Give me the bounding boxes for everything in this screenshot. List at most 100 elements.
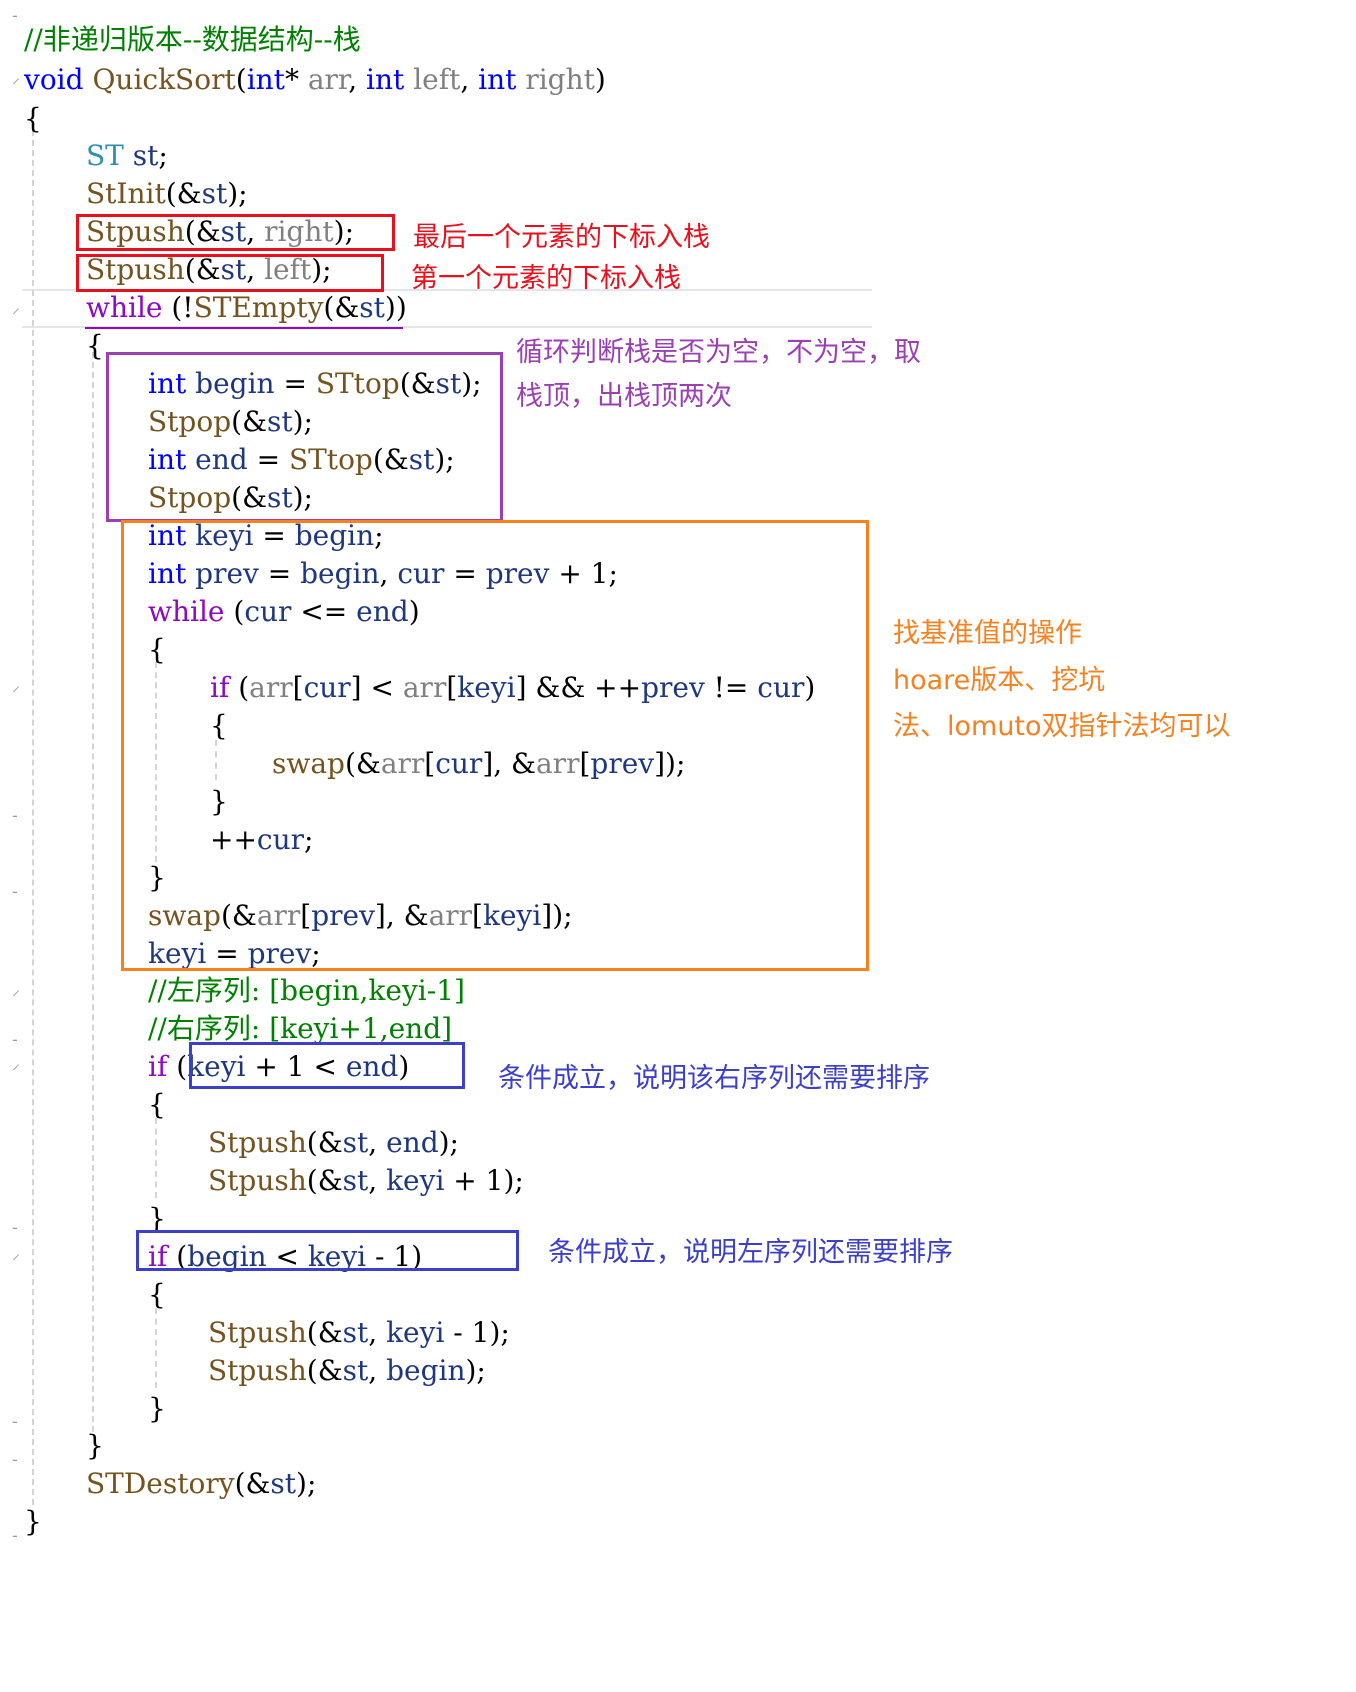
code-line[interactable]: int keyi = begin; (148, 515, 384, 556)
code-token: STDestory (86, 1467, 235, 1500)
code-line[interactable]: { (86, 325, 104, 366)
fold-marker-icon[interactable]: ⸝ (12, 68, 21, 87)
fold-marker-icon[interactable]: - (12, 1030, 18, 1049)
code-token: = (444, 557, 486, 590)
fold-marker-icon[interactable]: ⸝ (12, 980, 21, 999)
code-line[interactable]: //非递归版本--数据结构--栈 (24, 19, 361, 60)
code-line[interactable]: int begin = STtop(&st); (148, 363, 482, 404)
code-line[interactable]: Stpop(&st); (148, 401, 313, 442)
fold-marker-icon[interactable]: ⸝ (12, 676, 21, 695)
note-loop-line2: 栈顶，出栈顶两次 (516, 381, 732, 412)
fold-marker-icon[interactable]: ⸝ (12, 298, 21, 317)
code-token: } (24, 1505, 42, 1538)
indent-guide (32, 130, 34, 1505)
code-line[interactable]: Stpush(&st, keyi + 1); (208, 1160, 524, 1201)
code-line[interactable]: ++cur; (210, 819, 313, 860)
code-line[interactable]: swap(&arr[cur], &arr[prev]); (272, 743, 685, 784)
code-line[interactable]: while (!STEmpty(&st)) (86, 287, 407, 328)
code-token: { (148, 633, 166, 666)
partition-box (121, 520, 869, 971)
code-token: (! (162, 291, 194, 324)
code-line[interactable]: if (arr[cur] < arr[keyi] && ++prev != cu… (210, 667, 815, 708)
code-token: ( (167, 1240, 188, 1273)
code-line[interactable]: { (148, 1084, 166, 1125)
code-line[interactable]: } (210, 781, 228, 822)
code-line[interactable]: } (148, 857, 166, 898)
code-token: ); (438, 1126, 459, 1159)
code-line[interactable]: } (148, 1388, 166, 1429)
fold-marker-icon[interactable]: - (12, 1412, 18, 1431)
code-token: int (148, 443, 187, 476)
code-line[interactable]: while (cur <= end) (148, 591, 420, 632)
code-token: (& (306, 1316, 343, 1349)
code-token: )) (384, 291, 407, 324)
code-token: keyi (195, 519, 254, 552)
code-token: swap (148, 899, 221, 932)
indent-guide (155, 1118, 157, 1198)
code-token: ); (333, 215, 355, 248)
code-line[interactable]: } (24, 1501, 42, 1542)
code-token: st (132, 139, 159, 172)
code-line[interactable]: } (148, 1198, 166, 1239)
code-line[interactable]: { (148, 1274, 166, 1315)
code-line[interactable]: Stpush(&st, right); (86, 211, 354, 252)
code-token: { (148, 1278, 166, 1311)
code-line[interactable]: swap(&arr[prev], &arr[keyi]); (148, 895, 573, 936)
code-line[interactable]: { (210, 705, 228, 746)
fold-marker-icon[interactable]: - (12, 806, 18, 825)
note-push-last: 最后一个元素的下标入栈 (413, 222, 710, 253)
code-line[interactable]: Stpush(&st, left); (86, 249, 332, 290)
code-token: + 1 < (245, 1050, 346, 1083)
code-line[interactable]: StInit(&st); (86, 173, 248, 214)
code-line[interactable]: Stpush(&st, begin); (208, 1350, 486, 1391)
code-token: left (264, 253, 312, 286)
fold-marker-icon[interactable]: ⸝ (12, 1054, 21, 1073)
code-token: (& (306, 1126, 343, 1159)
code-token: ], & (374, 899, 429, 932)
fold-marker-icon[interactable]: - (12, 882, 18, 901)
code-line[interactable]: ST st; (86, 135, 168, 176)
code-token: + 1; (549, 557, 618, 590)
code-token: int (148, 519, 187, 552)
fold-marker-icon[interactable]: - (12, 1218, 18, 1237)
code-line[interactable]: int end = STtop(&st); (148, 439, 455, 480)
indent-guide (155, 1308, 157, 1388)
code-line[interactable]: Stpop(&st); (148, 477, 313, 518)
code-token: < (266, 1240, 308, 1273)
code-token: if (148, 1050, 168, 1083)
code-token: ST (86, 139, 124, 172)
code-token: prev (641, 671, 705, 704)
code-token: , (246, 215, 265, 248)
code-token: st (220, 253, 247, 286)
code-line[interactable]: //右序列: [keyi+1,end] (148, 1008, 452, 1049)
code-token: right (525, 63, 595, 96)
code-line[interactable]: keyi = prev; (148, 933, 321, 974)
fold-marker-icon[interactable]: - (12, 1526, 18, 1545)
code-line[interactable]: //左序列: [begin,keyi-1] (148, 970, 465, 1011)
stack-pop-box (106, 352, 503, 522)
code-token: begin (187, 1240, 267, 1273)
push-last-box (76, 214, 395, 251)
code-line[interactable]: void QuickSort(int* arr, int left, int r… (24, 59, 606, 100)
code-token: , (379, 557, 398, 590)
code-line[interactable]: if (begin < keyi - 1) (148, 1236, 422, 1277)
code-token: } (210, 785, 228, 818)
code-token: arr (428, 899, 473, 932)
code-line[interactable]: { (24, 98, 42, 139)
code-line[interactable]: Stpush(&st, end); (208, 1122, 459, 1163)
code-token: st (342, 1164, 369, 1197)
fold-marker-icon[interactable]: - (12, 6, 18, 25)
code-token: ] < (350, 671, 403, 704)
fold-marker-icon[interactable]: - (12, 1450, 18, 1469)
code-line[interactable]: if (keyi + 1 < end) (148, 1046, 409, 1087)
fold-marker-icon[interactable]: ⸝ (12, 1244, 21, 1263)
code-line[interactable]: } (86, 1425, 104, 1466)
code-line[interactable]: int prev = begin, cur = prev + 1; (148, 553, 618, 594)
code-token: , (368, 1164, 387, 1197)
code-line[interactable]: STDestory(&st); (86, 1463, 316, 1504)
code-token: left (413, 63, 461, 96)
code-line[interactable]: { (148, 629, 166, 670)
code-token: ( (224, 595, 245, 628)
code-line[interactable]: Stpush(&st, keyi - 1); (208, 1312, 510, 1353)
